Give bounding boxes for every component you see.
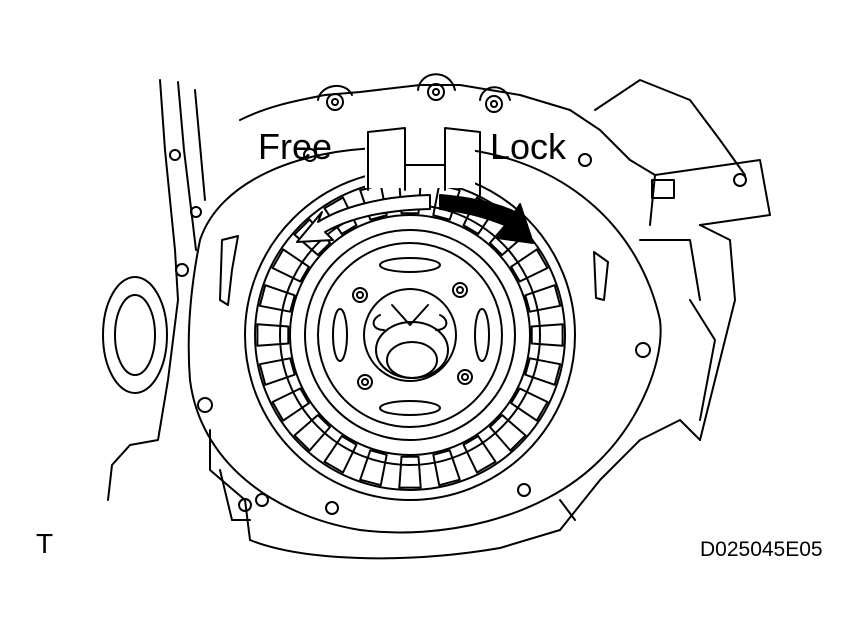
lock-label: Lock	[490, 126, 567, 167]
spline-tooth	[489, 414, 527, 452]
spline-tooth	[359, 449, 388, 487]
spline-teeth	[256, 181, 564, 489]
spline-tooth	[524, 284, 562, 313]
free-direction-arrow	[296, 194, 431, 243]
spline-tooth	[530, 323, 564, 347]
flange-bolt-hole	[635, 342, 651, 358]
spline-tooth	[510, 387, 549, 422]
bolt-boss	[485, 95, 503, 113]
hub-face	[304, 229, 516, 441]
spline-tooth	[293, 414, 331, 452]
spline-tooth	[258, 357, 296, 386]
spline-tooth	[462, 435, 497, 474]
flange-bolt-hole	[175, 263, 189, 277]
lock-direction-arrow	[439, 194, 534, 244]
spline-tooth	[524, 357, 562, 386]
free-label: Free	[258, 126, 333, 167]
spline-tooth	[432, 449, 461, 487]
bolt-boss	[427, 83, 445, 101]
spline-tooth	[256, 323, 290, 347]
spline-tooth	[398, 455, 422, 489]
center-bore	[363, 288, 457, 382]
flange-bolt-hole	[578, 153, 592, 167]
spline-tooth	[271, 387, 310, 422]
clutch-drum	[244, 169, 576, 501]
flange-bolt-hole	[517, 483, 531, 497]
spline-tooth	[323, 435, 358, 474]
bolt-boss	[326, 93, 344, 111]
left-case-boss	[102, 276, 168, 394]
flange-bolt-hole	[197, 397, 213, 413]
spline-tooth	[271, 248, 310, 283]
spline-tooth	[432, 183, 461, 221]
figure-code: D025045E05	[700, 538, 823, 561]
spline-tooth	[510, 248, 549, 283]
spline-tooth	[258, 284, 296, 313]
fixture-bracket	[365, 127, 481, 196]
transmission-case	[102, 73, 771, 560]
corner-mark: T	[36, 528, 54, 559]
